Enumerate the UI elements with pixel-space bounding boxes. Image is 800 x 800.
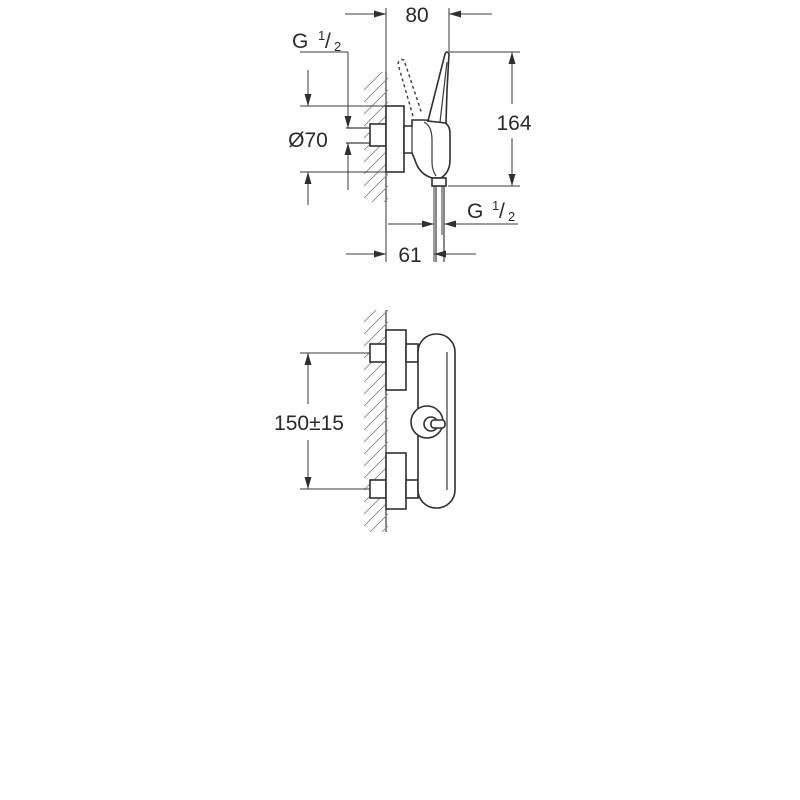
mixer-body-side — [403, 119, 451, 179]
lower-connector — [369, 452, 419, 510]
inlet-thread-letter: G — [292, 30, 308, 53]
outlet-thread-slash: / — [499, 200, 505, 223]
upper-connector — [369, 329, 419, 391]
outlet-thread-letter: G — [467, 200, 483, 223]
inlet-connector — [346, 105, 405, 173]
dim-width-80: 80 — [345, 4, 492, 27]
dim-height-label: 164 — [496, 112, 531, 135]
dim-rosette-label: Ø70 — [288, 129, 328, 152]
dim-centres-150: 150±15 — [274, 352, 370, 490]
dim-outlet-thread: G 1 / 2 — [388, 198, 518, 228]
inlet-thread-denominator: 2 — [334, 39, 341, 54]
dim-depth-61: 61 — [346, 244, 476, 267]
dim-centres-label: 150±15 — [274, 412, 344, 435]
dim-width-label: 80 — [405, 4, 428, 27]
inlet-thread-slash: / — [325, 30, 331, 53]
inlet-thread-numerator: 1 — [318, 28, 325, 43]
wall-hatching-bottom — [364, 310, 388, 532]
dim-height-164: 164 — [496, 52, 532, 186]
lever-alternate-position — [397, 58, 423, 117]
dim-depth-label: 61 — [398, 244, 421, 267]
outlet-thread-numerator: 1 — [492, 198, 499, 213]
lever-hub — [410, 405, 446, 439]
dim-rosette-70: Ø70 — [288, 70, 328, 205]
front-view: 150±15 — [274, 310, 456, 532]
outlet-thread-denominator: 2 — [508, 209, 515, 224]
dim-inlet-thread: G 1 / 2 — [292, 28, 352, 155]
lever-handle — [426, 51, 450, 124]
side-view: 80 164 G 1 / 2 Ø70 — [288, 4, 532, 267]
